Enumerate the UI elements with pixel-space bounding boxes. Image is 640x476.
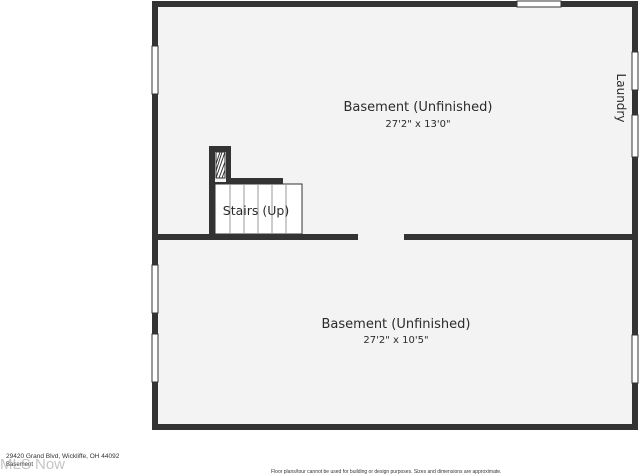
window-left-1 [151,45,159,95]
outer-walls [152,1,638,430]
stairs-label: Stairs (Up) [223,203,289,218]
window-right-2 [631,114,639,158]
window-left-2 [151,264,159,314]
window-left-3 [151,333,159,383]
interior-wall [155,234,635,240]
upper-room-name: Basement (Unfinished) [344,100,493,115]
stairs [209,146,303,236]
address-text: 29420 Grand Blvd, Wickliffe, OH 44092 [6,453,120,460]
windows [151,0,639,384]
window-right-1 [631,51,639,91]
upper-room-dims: 27'2" x 13'0" [385,119,450,130]
level-label: Basement [6,462,34,468]
lower-room-dims: 27'2" x 10'5" [363,335,428,346]
lower-room-name: Basement (Unfinished) [322,317,471,332]
window-right-3 [631,334,639,384]
disclaimer-text: Floor plans/tour cannot be used for buil… [271,469,502,475]
laundry-label: Laundry [614,74,628,123]
watermark-logo: MLS Now [0,456,66,473]
window-top [516,0,562,8]
